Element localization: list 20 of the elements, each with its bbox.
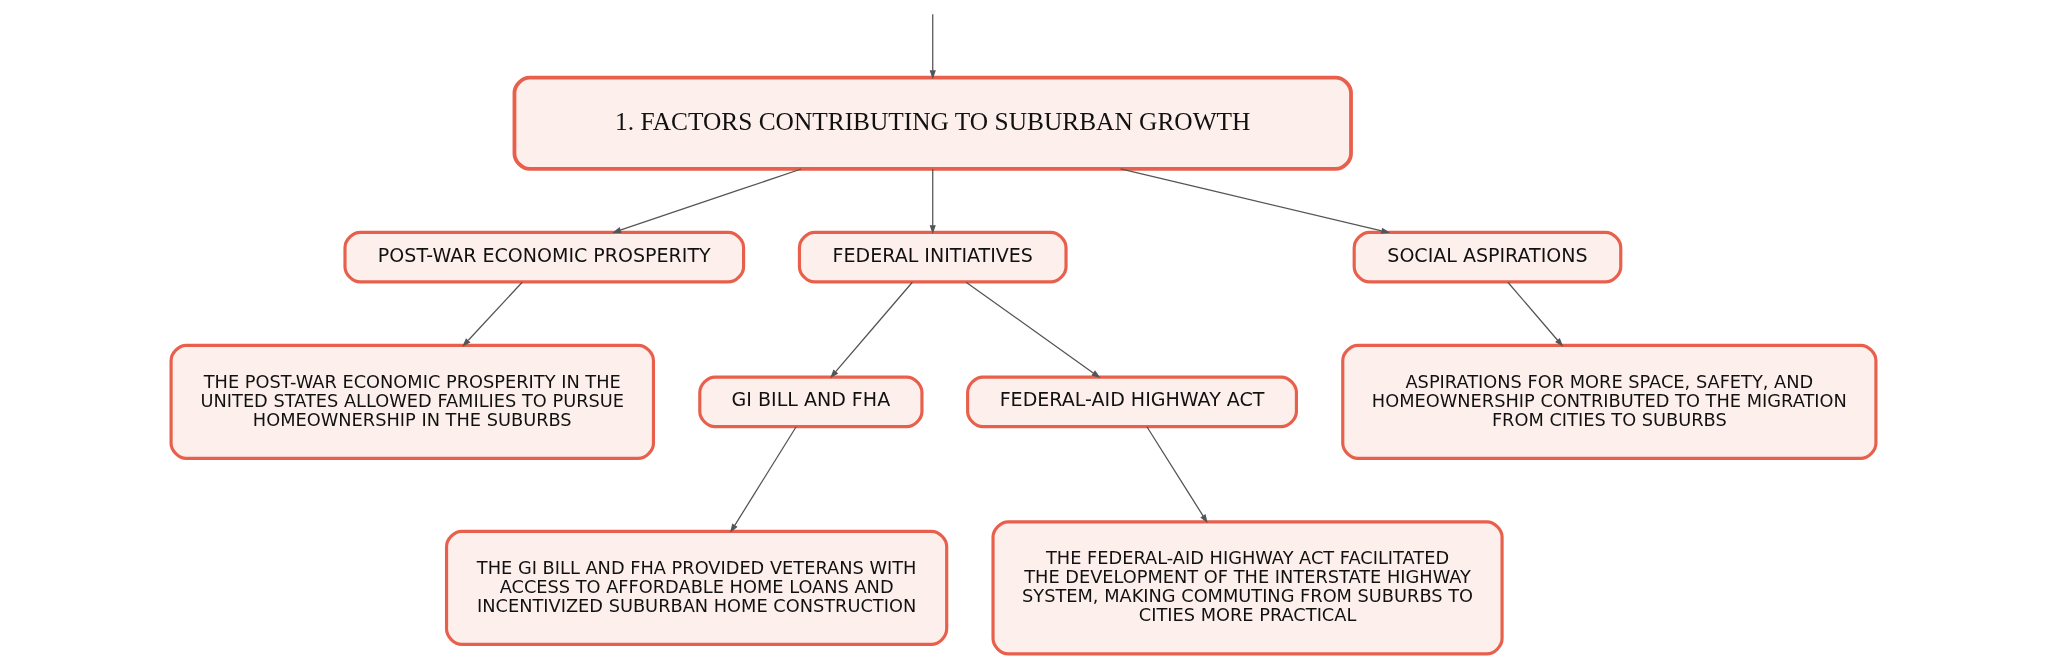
node-box: 1. FACTORS CONTRIBUTING TO SUBURBAN GROWTH <box>512 75 1353 171</box>
arrow <box>1119 168 1390 234</box>
node-box: ASPIRATIONS FOR MORE SPACE, SAFETY, AND HOMEOWNERSHIP CONTRIBUTED TO THE MIGRATION FROM CITIES TO SUBURBS <box>1340 343 1877 460</box>
node-box: THE FEDERAL-AID HIGHWAY ACT FACILITATED THE DEVELOPMENT OF THE INTERSTATE HIGHWAY SYSTEM, MAKING COMMUTING FROM SUBURBS TO CITIES MORE PRACTICAL <box>990 520 1504 656</box>
node-box: POST-WAR ECONOMIC PROSPERITY <box>342 230 745 284</box>
arrow <box>461 281 523 347</box>
node-box: SOCIAL ASPIRATIONS <box>1352 230 1622 284</box>
node-box: GI BILL AND FHA <box>697 375 924 429</box>
arrow <box>611 168 802 233</box>
node-box: THE POST-WAR ECONOMIC PROSPERITY IN THE UNITED STATES ALLOWED FAMILIES TO PURSUE HOMEOWNERSHIP IN THE SUBURBS <box>169 343 655 460</box>
node-box: FEDERAL-AID HIGHWAY ACT <box>965 375 1298 429</box>
arrow <box>964 281 1100 379</box>
arrow <box>929 13 936 80</box>
arrow <box>829 281 913 379</box>
arrow <box>929 168 936 235</box>
node-box: THE GI BILL AND FHA PROVIDED VETERANS WITH ACCESS TO AFFORDABLE HOME LOANS AND INCENTIVIZED SUBURBAN HOME CONSTRUCTION <box>444 529 948 646</box>
arrow <box>1506 281 1563 347</box>
arrow <box>1145 426 1208 524</box>
node-box: FEDERAL INITIATIVES <box>797 230 1068 284</box>
arrow <box>729 426 797 533</box>
